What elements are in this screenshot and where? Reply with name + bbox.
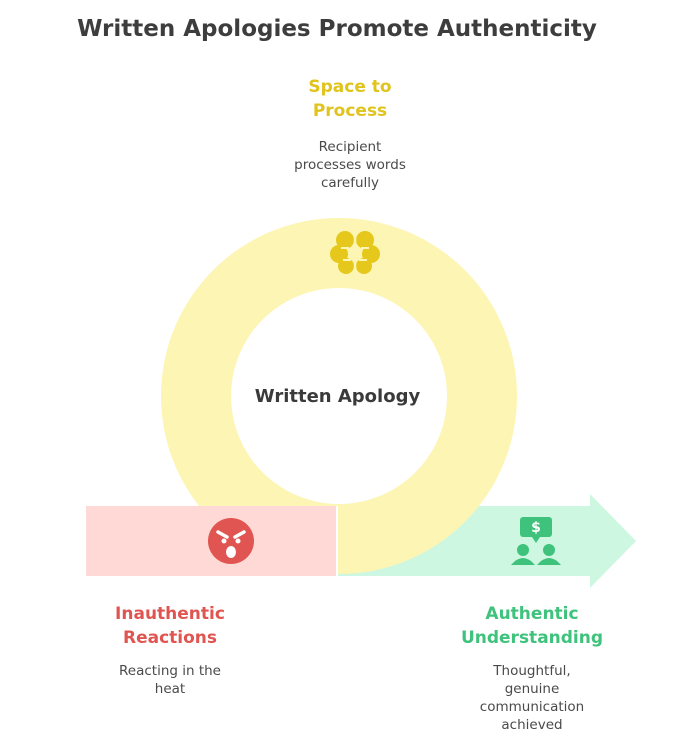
right-stage-desc-line2: genuine (504, 681, 560, 697)
diagram-title: Written Apologies Promote Authenticity (77, 16, 597, 42)
angry-face-icon (208, 518, 254, 564)
top-stage-label-line1: Space to (308, 77, 392, 97)
top-stage-label: Space to Process (260, 75, 440, 123)
right-stage-label-line2: Understanding (460, 628, 604, 648)
left-stage-desc-line1: Reacting in the (119, 663, 221, 679)
left-stage-label-line2: Reactions (122, 628, 218, 648)
top-stage-desc-line1: Recipient (318, 139, 382, 155)
left-stage-desc-line2: heat (154, 681, 186, 697)
top-stage-desc-line3: carefully (320, 175, 380, 191)
right-stage-desc-line4: achieved (501, 717, 563, 733)
left-stage-label-line1: Inauthentic (115, 604, 225, 624)
svg-text:$: $ (531, 520, 541, 536)
top-stage-label-line2: Process (312, 101, 388, 121)
center-label: Written Apology (254, 386, 421, 407)
top-stage-desc-line2: processes words (294, 157, 406, 173)
process-ring (160, 218, 517, 574)
right-stage-label: Authentic Understanding (432, 602, 632, 650)
right-stage-description: Thoughtful, genuine communication achiev… (442, 662, 622, 734)
people-talking-icon: $ (511, 517, 561, 565)
brain-icon (330, 230, 380, 274)
left-stage-description: Reacting in the heat (80, 662, 260, 698)
right-stage-desc-line3: communication (479, 699, 585, 715)
top-stage-description: Recipient processes words carefully (260, 138, 440, 192)
right-stage-label-line1: Authentic (485, 604, 579, 624)
right-stage-desc-line1: Thoughtful, (493, 663, 571, 679)
left-stage-label: Inauthentic Reactions (80, 602, 260, 650)
